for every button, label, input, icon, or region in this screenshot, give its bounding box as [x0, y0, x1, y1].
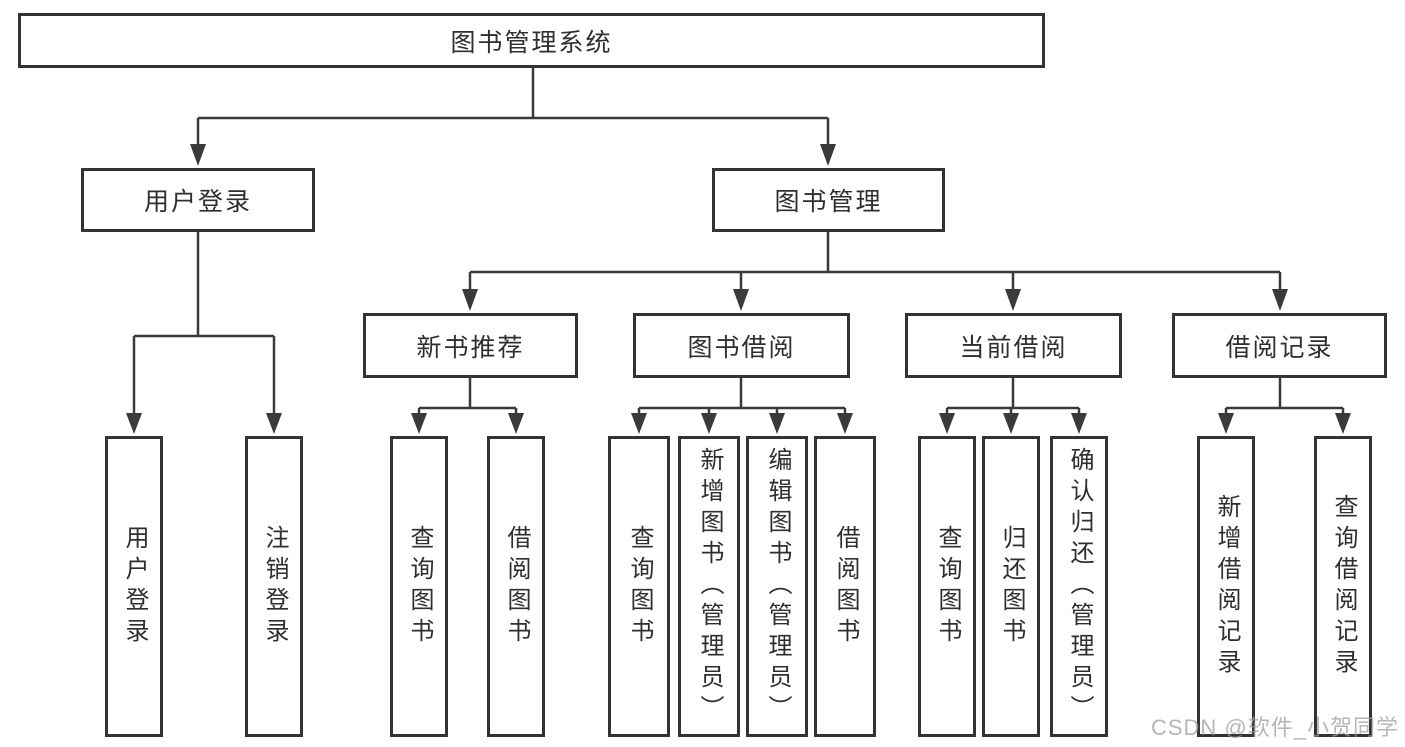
arrowheads — [126, 144, 1351, 434]
node-book-borrowing: 图书借阅 — [633, 313, 850, 378]
leaf-query-books-recommend: 查询图书 — [390, 436, 448, 737]
leaf-edit-book-admin: 编辑图书（管理员） — [746, 436, 808, 737]
node-current-borrowing: 当前借阅 — [905, 313, 1122, 378]
csdn-watermark: CSDN @软件_小贺同学 — [1150, 715, 1399, 740]
leaf-query-borrow-record: 查询借阅记录 — [1314, 436, 1372, 737]
leaf-add-book-admin: 新增图书（管理员） — [678, 436, 740, 737]
leaf-borrow-books-recommend: 借阅图书 — [487, 436, 545, 737]
leaf-query-books-current: 查询图书 — [918, 436, 976, 737]
leaf-logout: 注销登录 — [245, 436, 303, 737]
node-new-book-recommendation: 新书推荐 — [363, 313, 578, 378]
leaf-user-login: 用户登录 — [105, 436, 163, 737]
leaf-borrow-books-borrowing: 借阅图书 — [814, 436, 876, 737]
node-user-login: 用户登录 — [81, 168, 315, 232]
leaf-query-books-borrowing: 查询图书 — [608, 436, 670, 737]
leaf-confirm-return-admin: 确认归还（管理员） — [1050, 436, 1108, 737]
node-library-management-system: 图书管理系统 — [18, 13, 1045, 68]
node-book-management: 图书管理 — [712, 168, 945, 232]
node-borrowing-records: 借阅记录 — [1172, 313, 1387, 378]
leaf-add-borrow-record: 新增借阅记录 — [1197, 436, 1255, 737]
leaf-return-book: 归还图书 — [982, 436, 1040, 737]
